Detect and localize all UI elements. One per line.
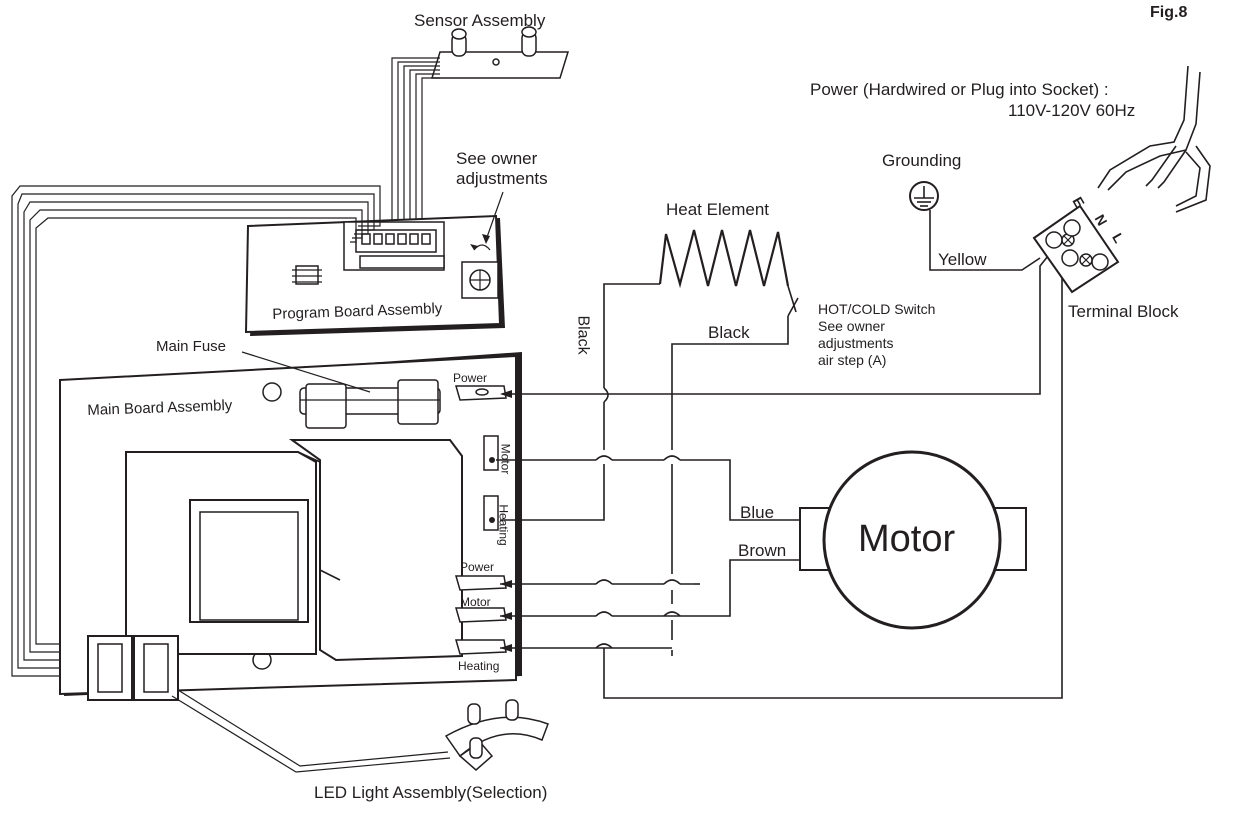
terminal-block [1032,204,1120,294]
board-harness [11,185,381,677]
hotcold-label-4: air step (A) [818,352,887,368]
blue-wire-label: Blue [740,503,775,522]
black-vertical-label: Black [574,315,592,355]
led-assembly-label: LED Light Assembly(Selection) [314,783,548,802]
led-wire-1 [177,689,449,767]
terminal-power-top-label: Power [453,371,488,385]
program-board [244,214,505,336]
black-horizontal-label: Black [708,323,750,342]
adjust-pointer [485,191,504,241]
neutral-wire [603,278,1063,699]
led-light-assembly [444,699,549,771]
brown-wire-label: Brown [738,541,787,560]
grounding-symbol [909,181,939,211]
power-wire-top [502,255,1049,395]
yellow-wire [929,210,1041,271]
see-owner-label-1: See owner [456,149,538,168]
grounding-label: Grounding [882,151,962,170]
main-board [59,352,522,701]
see-owner-label-2: adjustments [456,169,548,188]
main-board-label: Main Board Assembly [87,396,233,419]
terminal-e-label: E [1069,193,1088,211]
fuse-pointer [241,351,371,393]
brown-wire [500,559,800,617]
led-wire-2 [171,695,451,773]
sensor-assembly-label: Sensor Assembly [414,11,546,30]
power-cord [1097,65,1211,213]
sensor-assembly [430,26,570,79]
terminal-heating-side-label: Heating [496,504,511,546]
heat-element-label: Heat Element [666,200,769,219]
main-fuse-label: Main Fuse [156,338,227,355]
hotcold-label-2: See owner [818,318,885,334]
power-label-line2: 110V-120V 60Hz [1008,101,1136,120]
hotcold-label-1: HOT/COLD Switch [818,301,936,317]
terminal-n-label: N [1091,211,1111,229]
blue-wire [496,459,800,521]
terminal-motor-side-label: Motor [498,443,513,475]
heat-element [658,229,799,317]
terminal-block-label: Terminal Block [1068,302,1179,321]
motor [799,450,1027,630]
terminal-heating-low-label: Heating [458,659,500,673]
motor-label: Motor [858,518,956,560]
fig-label: Fig.8 [1150,4,1188,21]
terminal-motor-low-label: Motor [460,595,491,609]
black-wire-switch [671,316,789,656]
terminal-power-low-label: Power [460,560,495,574]
yellow-label: Yellow [938,250,987,269]
hotcold-label-3: adjustments [818,335,894,351]
program-board-label: Program Board Assembly [272,300,443,323]
black-wire-vertical [500,283,660,521]
power-label-line1: Power (Hardwired or Plug into Socket) : [810,80,1109,99]
terminal-l-label: L [1109,230,1128,246]
